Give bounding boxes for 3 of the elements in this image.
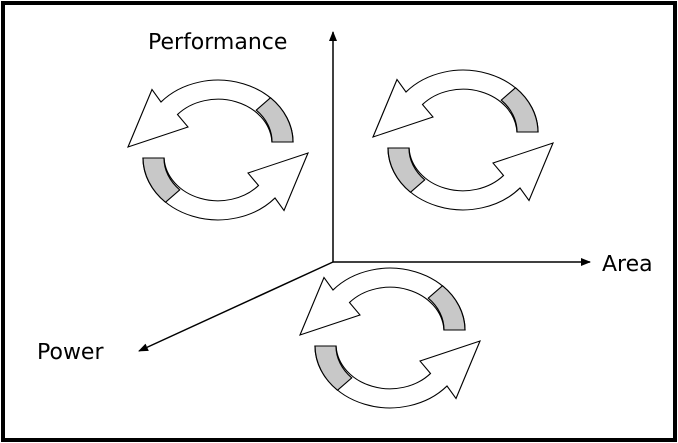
axis-label: Power (37, 342, 104, 364)
axis-label: Area (602, 254, 653, 276)
axis-label: Performance (148, 32, 288, 54)
